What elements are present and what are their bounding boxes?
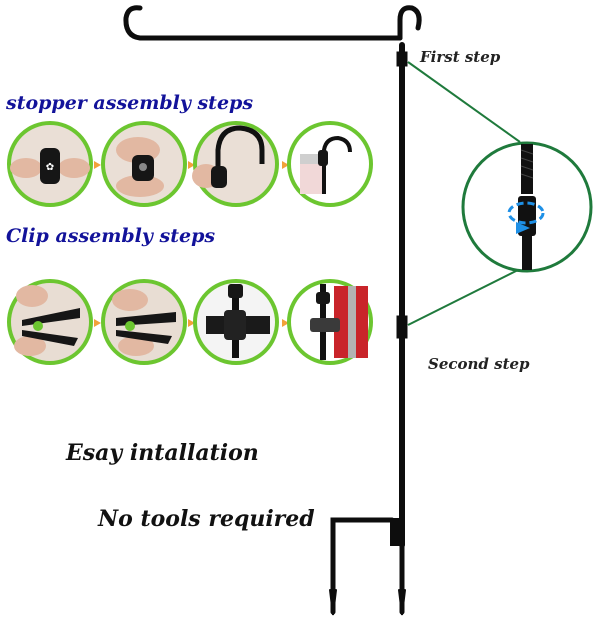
clip-pressed-icon [112,289,176,356]
flag-pole [123,5,422,616]
clip-on-pole-icon [206,284,270,358]
arrow-icon [94,161,101,169]
clip-step-4 [287,279,373,365]
hand-holding-stopper-icon: ✿ [10,148,90,184]
hook-with-flag-icon [300,135,352,194]
stopper-step-2 [101,121,187,207]
first-step-label: First step [420,48,501,66]
stopper-steps-row: ✿ [7,121,373,207]
arrow-icon [188,161,195,169]
joint-zoom-detail [407,61,593,326]
arrow-icon [188,319,195,327]
clip-steps-row [7,279,373,365]
clip-step-1 [7,279,93,365]
svg-text:✿: ✿ [46,162,54,173]
stopper-on-hook-icon [192,125,265,188]
stopper-assembly-heading: stopper assembly steps [6,92,254,114]
no-tools-required-text: No tools required [98,506,315,532]
arrow-icon [282,319,289,327]
stopper-step-3 [192,121,279,207]
second-step-label: Second step [428,355,530,373]
stopper-pressed-icon [116,137,164,197]
clip-step-2 [101,279,187,365]
easy-installation-text: Esay intallation [66,440,259,466]
arrow-icon [94,319,101,327]
clip-assembly-heading: Clip assembly steps [6,225,216,247]
clip-holding-flag-icon [310,284,368,360]
clip-open-icon [14,285,80,356]
arrow-icon [282,161,289,169]
clip-step-3 [193,279,279,365]
stopper-step-1: ✿ [7,121,93,207]
stopper-step-4 [287,121,373,207]
pole-joint-closeup-icon [507,144,545,270]
